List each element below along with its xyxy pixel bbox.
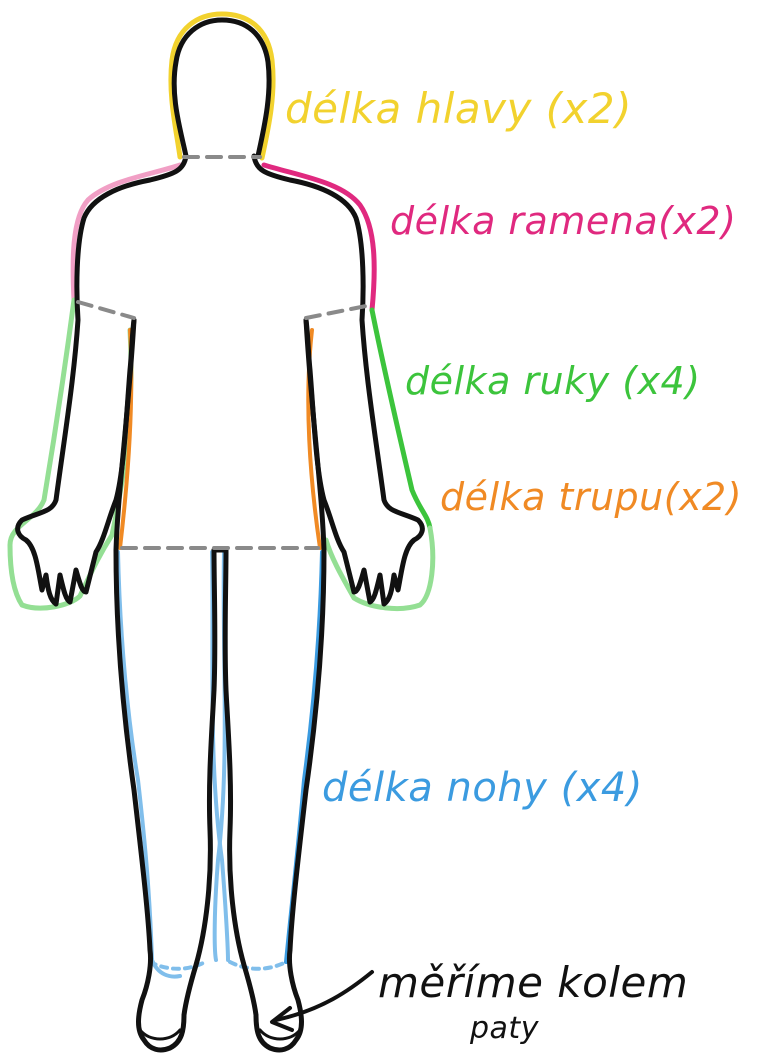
right-heel-detail	[260, 1030, 300, 1039]
left-heel-detail	[140, 1030, 180, 1039]
left-armpit-divider	[78, 302, 134, 318]
heel-note-line2: paty	[470, 1014, 539, 1044]
left-side-outline	[18, 156, 186, 604]
right-leg-inner-outline	[214, 550, 324, 1050]
leg-length-label: délka nohy (x4)	[322, 768, 643, 808]
torso-length-trace	[120, 330, 320, 548]
body-outline	[18, 20, 423, 1050]
heel-arrow	[272, 972, 372, 1030]
torso-length-label: délka trupu(x2)	[440, 478, 742, 516]
shoulder-length-label: délka ramena(x2)	[390, 202, 736, 240]
right-armpit-divider	[306, 306, 366, 318]
heel-note-line1: měříme kolem	[378, 962, 688, 1004]
arm-length-label: délka ruky (x4)	[405, 362, 701, 400]
head-outline	[174, 20, 269, 156]
head-length-label: délka hlavy (x2)	[285, 88, 632, 130]
